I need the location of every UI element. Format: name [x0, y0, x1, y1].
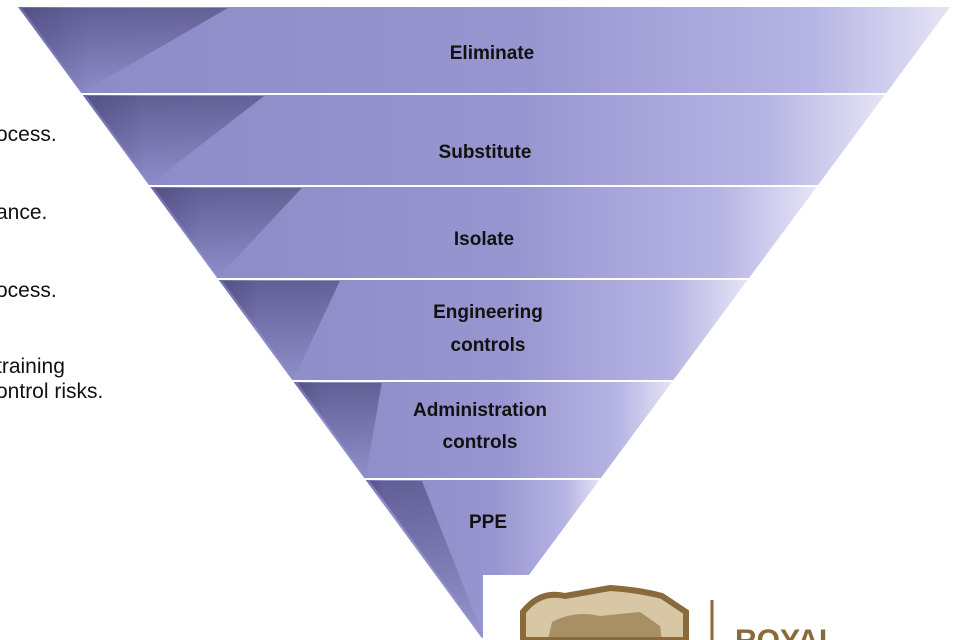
tier-label-engineering-controls-line-1: Engineering	[433, 302, 543, 323]
tier-ppe-shading	[369, 481, 484, 638]
logo-text: ROYAL	[735, 624, 837, 640]
tier-label-administration-controls-line-1: Administration	[413, 400, 547, 421]
side-text-line-3: ocess.	[0, 279, 57, 302]
tier-label-engineering-controls-line-2: controls	[451, 335, 526, 356]
tier-label-substitute: Substitute	[439, 142, 532, 163]
royal-logo: ROYAL	[483, 575, 955, 640]
tier-eliminate-shading	[22, 8, 228, 92]
tier-administration-controls-shading	[297, 383, 382, 477]
tier-substitute-shading	[86, 96, 265, 184]
tier-isolate-shading	[154, 188, 302, 277]
side-text-line-4: training	[0, 355, 65, 378]
side-text-line-1: ocess.	[0, 123, 57, 146]
side-text-line-2: ance.	[0, 201, 48, 224]
tier-label-isolate: Isolate	[454, 229, 514, 250]
tier-label-ppe: PPE	[469, 512, 507, 533]
side-text-line-5: ontrol risks.	[0, 380, 104, 403]
tier-engineering-controls-shading	[222, 281, 340, 379]
tier-label-eliminate: Eliminate	[450, 43, 534, 64]
tier-label-administration-controls-line-2: controls	[443, 432, 518, 453]
